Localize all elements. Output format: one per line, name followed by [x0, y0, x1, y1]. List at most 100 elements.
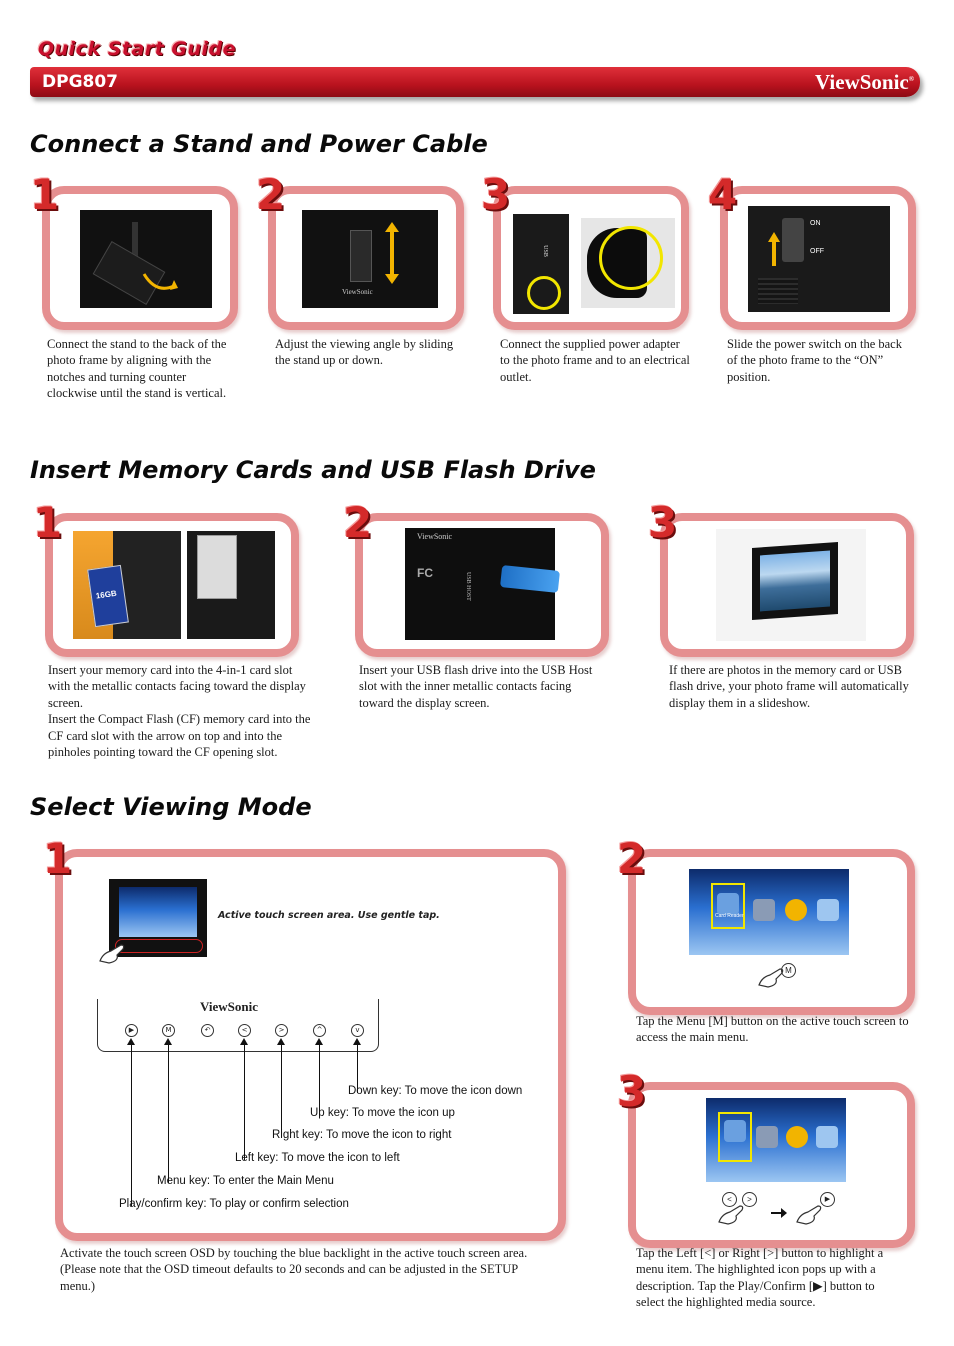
stand-step-3-panel: USB	[493, 186, 689, 330]
stand-step-2-panel: ViewSonic	[268, 186, 464, 330]
panel-brand: ViewSonic	[200, 999, 259, 1014]
highlight-circle	[599, 226, 663, 290]
callout-line	[168, 1043, 169, 1183]
viewing-step-2-caption: Tap the Menu [M] button on the active to…	[636, 1014, 909, 1045]
viewing-step-3-panel: < > ▶	[628, 1082, 915, 1248]
stand-step-4-caption: Slide the power switch on the back of th…	[727, 337, 902, 384]
key-description: Down key: To move the icon down	[348, 1085, 523, 1097]
callout-arrow-icon	[127, 1038, 135, 1045]
step-number: 3	[481, 170, 511, 219]
osd-key-button[interactable]: <	[238, 1024, 251, 1037]
power-switch	[782, 218, 804, 262]
osd-key-button[interactable]: v	[351, 1024, 364, 1037]
key-description: Left key: To move the icon to left	[235, 1152, 400, 1164]
power-switch-photo: ON OFF	[748, 206, 890, 312]
port-photo: USB	[513, 214, 569, 314]
main-menu-screen	[706, 1098, 846, 1182]
up-arrow-icon	[768, 232, 780, 266]
cf-card-photo	[187, 531, 275, 639]
callout-line	[131, 1043, 132, 1206]
setup-gear-icon	[785, 899, 807, 921]
section-title-stand: Connect a Stand and Power Cable	[30, 130, 488, 158]
step-number: 1	[43, 834, 73, 883]
menu-highlight	[718, 1112, 752, 1162]
osd-key-button[interactable]: >	[275, 1024, 288, 1037]
touch-area-highlight	[115, 939, 203, 953]
callout-arrow-icon	[353, 1038, 361, 1045]
osd-key-button[interactable]: ^	[313, 1024, 326, 1037]
menu-button[interactable]: M	[781, 963, 796, 978]
up-down-arrow-icon	[385, 222, 399, 284]
keys-layer: ▶Play/confirm key: To play or confirm se…	[63, 857, 558, 1233]
viewing-step-3-caption: Tap the Left [<] or Right [>] button to …	[636, 1246, 884, 1310]
left-button[interactable]: <	[722, 1192, 737, 1207]
hand-tap-icon	[99, 944, 125, 964]
viewing-step-1-caption: Activate the touch screen OSD by touchin…	[60, 1246, 528, 1293]
step-number: 2	[256, 170, 286, 219]
usb-icon	[753, 899, 775, 921]
menu-highlight	[711, 883, 745, 929]
callout-line	[319, 1043, 320, 1115]
slideshow-photo	[716, 529, 866, 641]
usb-drive-photo: ViewSonic FC USB HOST	[405, 528, 560, 640]
frame-back-photo: ViewSonic	[302, 210, 438, 308]
hand-tap-icon	[718, 1205, 744, 1225]
right-button[interactable]: >	[742, 1192, 757, 1207]
memory-step-1-caption: Insert your memory card into the 4-in-1 …	[48, 663, 311, 760]
step-number: 4	[708, 170, 738, 219]
sd-card-photo: 16GB	[73, 531, 181, 639]
hand-tap-icon	[796, 1205, 822, 1225]
osd-key-button[interactable]: ▶	[125, 1024, 138, 1037]
callout-arrow-icon	[315, 1038, 323, 1045]
stand-step-3-caption: Connect the supplied power adapter to th…	[500, 337, 690, 384]
callout-arrow-icon	[240, 1038, 248, 1045]
calendar-icon	[817, 899, 839, 921]
setup-gear-icon	[786, 1126, 808, 1148]
memory-step-2-panel: ViewSonic FC USB HOST	[355, 513, 609, 657]
model-name: DPG807	[42, 72, 119, 92]
main-menu-screen: Card Reader	[689, 869, 849, 955]
callout-line	[244, 1043, 245, 1160]
stand-step-1-panel	[42, 186, 238, 330]
memory-step-3-caption: If there are photos in the memory card o…	[669, 663, 909, 710]
touch-note: Active touch screen area. Use gentle tap…	[218, 910, 440, 921]
step-number: 1	[33, 498, 63, 547]
callout-arrow-icon	[164, 1038, 172, 1045]
step-number: 2	[343, 498, 373, 547]
osd-key-button[interactable]: M	[162, 1024, 175, 1037]
key-description: Menu key: To enter the Main Menu	[157, 1175, 334, 1187]
card-reader-icon	[724, 1120, 746, 1142]
key-description: Right key: To move the icon to right	[272, 1129, 452, 1141]
memory-step-2-caption: Insert your USB flash drive into the USB…	[359, 663, 593, 710]
header-bar	[30, 67, 920, 97]
viewing-step-1-panel: Active touch screen area. Use gentle tap…	[55, 849, 566, 1241]
frame-front-photo	[109, 879, 207, 957]
usb-icon	[756, 1126, 778, 1148]
stand-step-4-panel: ON OFF	[720, 186, 916, 330]
osd-key-button[interactable]: ↶	[201, 1024, 214, 1037]
viewing-step-2-panel: Card Reader M	[628, 849, 915, 1015]
calendar-icon	[816, 1126, 838, 1148]
brand-logo: ViewSonic®	[815, 70, 914, 94]
stand-step-2-caption: Adjust the viewing angle by sliding the …	[275, 337, 454, 368]
guide-title: Quick Start Guide	[38, 38, 236, 60]
section-title-memory: Insert Memory Cards and USB Flash Drive	[30, 456, 596, 484]
callout-line	[357, 1043, 358, 1093]
callout-line	[281, 1043, 282, 1137]
step-number: 2	[617, 834, 647, 883]
memory-step-3-panel	[660, 513, 914, 657]
rotate-arrow-icon	[142, 273, 178, 290]
touch-key-strip	[97, 999, 379, 1052]
memory-step-1-panel: 16GB	[45, 513, 299, 657]
frame-back-photo	[80, 210, 212, 308]
play-button[interactable]: ▶	[820, 1192, 835, 1207]
arrow-right-icon	[771, 1208, 787, 1218]
step-number: 3	[617, 1067, 647, 1116]
callout-arrow-icon	[277, 1038, 285, 1045]
highlight-circle	[527, 276, 561, 310]
card-reader-icon	[717, 893, 739, 915]
section-title-viewing: Select Viewing Mode	[30, 793, 312, 821]
step-number: 1	[30, 170, 60, 219]
stand-step-1-caption: Connect the stand to the back of the pho…	[47, 337, 227, 401]
step-number: 3	[648, 498, 678, 547]
